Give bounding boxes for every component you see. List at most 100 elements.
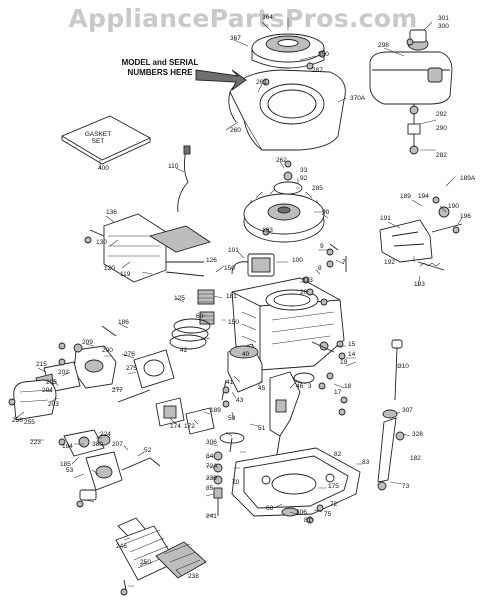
part-number-label: 350 xyxy=(318,51,329,58)
part-number-label: 72A xyxy=(206,463,218,470)
part-number-label: 255 xyxy=(24,419,35,426)
part-number-label: 185 xyxy=(60,461,71,468)
part-number-label: 19 xyxy=(340,359,348,366)
part-number-label: 241 xyxy=(206,513,217,520)
part-number-label: 14 xyxy=(348,351,356,358)
part-number-label: 92 xyxy=(300,175,308,182)
part-number-label: 400 xyxy=(98,165,109,172)
svg-text:GASKET: GASKET xyxy=(85,131,111,138)
part-number-label: 18 xyxy=(344,383,352,390)
part-number-label: 276 xyxy=(124,351,135,358)
part-number-label: 126 xyxy=(206,257,217,264)
part-number-label: 306 xyxy=(296,509,307,516)
part-number-label: 20 xyxy=(300,289,308,296)
part-number-label: 100 xyxy=(292,257,303,264)
part-number-label: 51 xyxy=(258,425,266,432)
part-number-label: 207 xyxy=(112,441,123,448)
part-number-label: 256 xyxy=(12,417,23,424)
part-number-label: 68 xyxy=(266,505,274,512)
part-number-label: 203 xyxy=(48,401,59,408)
part-number-label: 204 xyxy=(42,387,53,394)
part-number-label: 119 xyxy=(120,271,131,278)
part-number-label: 186 xyxy=(118,319,129,326)
part-number-label: 42 xyxy=(180,347,188,354)
part-number-label: 182 xyxy=(410,455,421,462)
watermark: AppliancePartsPros.com xyxy=(68,4,418,33)
part-number-label: 370A xyxy=(350,95,366,102)
part-number-label: 262 xyxy=(276,157,287,164)
part-number-label: 189A xyxy=(460,175,476,182)
part-number-label: 81 xyxy=(304,517,312,524)
part-number-label: 172 xyxy=(184,423,195,430)
part-number-label: 150 xyxy=(224,265,235,272)
part-number-label: 189 xyxy=(400,193,411,200)
part-number-label: 364 xyxy=(262,14,273,21)
model-arrow xyxy=(195,69,247,91)
part-number-label: 8 xyxy=(318,265,322,272)
part-number-label: 9 xyxy=(320,243,324,250)
part-number-label: 215 xyxy=(36,361,47,368)
part-number-label: 306 xyxy=(206,439,217,446)
part-number-label: 46 xyxy=(296,383,304,390)
svg-text:SET: SET xyxy=(92,138,105,145)
part-number-label: 275 xyxy=(126,365,137,372)
part-number-label: 209 xyxy=(82,339,93,346)
part-number-label: 41 xyxy=(226,379,234,386)
fuel-pump xyxy=(63,429,161,501)
air-filter xyxy=(115,517,207,596)
part-number-label: 15 xyxy=(348,341,356,348)
cylinder-head xyxy=(89,213,212,283)
part-number-label: 7 xyxy=(342,259,346,266)
part-number-label: 260 xyxy=(230,127,241,134)
part-number-label: 277 xyxy=(112,387,123,394)
part-number-label: 150 xyxy=(228,319,239,326)
part-number-label: 82 xyxy=(334,451,342,458)
part-number-label: 285 xyxy=(312,185,323,192)
part-number-label: 300 xyxy=(438,23,449,30)
part-number-label: 238 xyxy=(188,573,199,580)
part-number-label: 191 xyxy=(380,215,391,222)
part-number-label: 192 xyxy=(384,259,395,266)
part-number-label: 189 xyxy=(210,407,221,414)
part-number-label: 250 xyxy=(140,559,151,566)
part-number-label: 72 xyxy=(330,501,338,508)
blower-housing xyxy=(228,69,346,151)
spark-wire xyxy=(177,145,191,213)
oil-sump xyxy=(231,447,361,524)
part-number-label: 17 xyxy=(334,389,342,396)
part-number-label: 239 xyxy=(206,475,217,482)
part-number-label: 298 xyxy=(378,42,389,49)
part-number-label: 136 xyxy=(106,209,117,216)
part-number-label: 33 xyxy=(300,167,308,174)
gasket-set: GASKET SET xyxy=(61,115,152,165)
part-number-label: 103 xyxy=(262,227,273,234)
part-number-label: 175 xyxy=(328,483,339,490)
part-number-label: 261 xyxy=(256,79,267,86)
part-number-label: 202 xyxy=(58,369,69,376)
dipstick xyxy=(377,339,405,491)
intake-manifold xyxy=(117,349,175,403)
part-number-label: 85 xyxy=(206,485,214,492)
part-number-label: 120 xyxy=(104,265,115,272)
fuel-line xyxy=(407,104,421,155)
crankshaft xyxy=(269,371,315,461)
part-number-label: 380 xyxy=(92,441,103,448)
part-number-label: 224 xyxy=(100,431,111,438)
part-number-label: 301 xyxy=(438,15,449,22)
part-number-label: 110 xyxy=(168,163,179,170)
part-number-label: 130 xyxy=(96,239,107,246)
part-number-label: 75 xyxy=(324,511,332,518)
part-number-label: 90 xyxy=(322,209,330,216)
leader-lines xyxy=(15,21,463,587)
part-number-label: 223 xyxy=(30,439,41,446)
part-number-label: 200 xyxy=(102,347,113,354)
fasteners xyxy=(8,38,460,508)
part-number-label: 194 xyxy=(418,193,429,200)
part-number-label: 125 xyxy=(174,295,185,302)
part-number-label: 246 xyxy=(116,543,127,550)
part-number-label: 290 xyxy=(436,125,447,132)
part-number-label: 83 xyxy=(362,459,370,466)
model-serial-callout: MODEL and SERIAL NUMBERS HERE xyxy=(118,58,202,78)
